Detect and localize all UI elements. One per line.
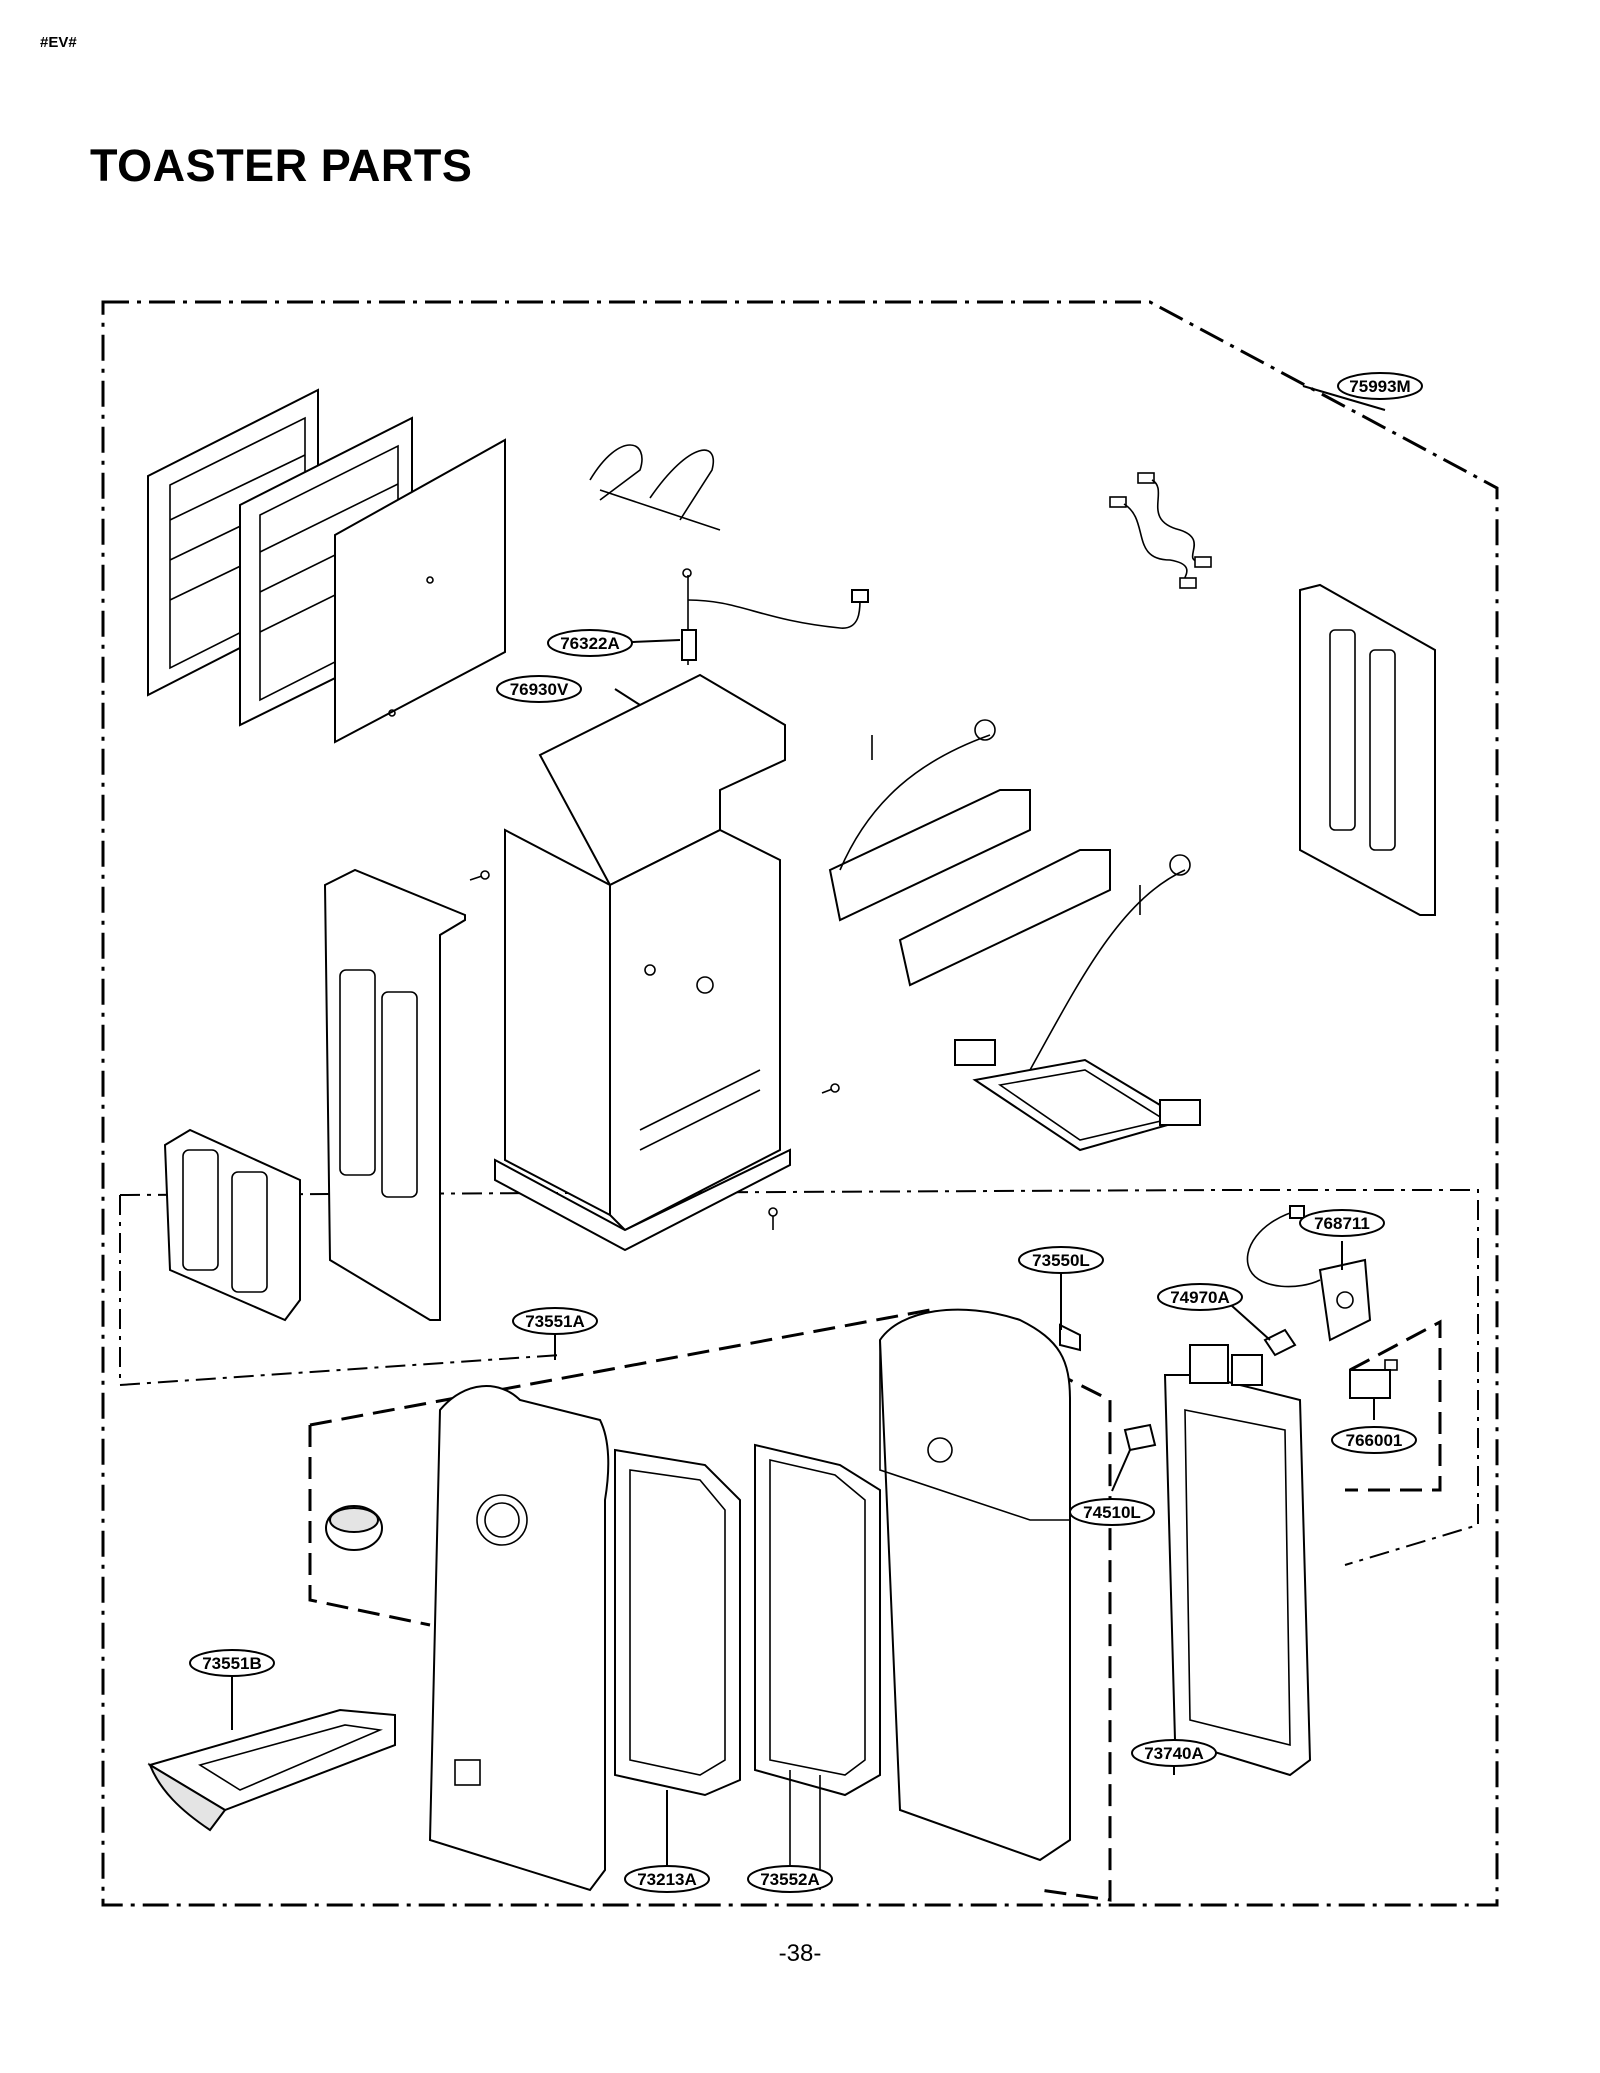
element-clips	[589, 444, 721, 531]
callout-label-768711: 768711	[1299, 1209, 1385, 1237]
inner-front-panel	[323, 868, 466, 1321]
crumb-tray	[147, 1708, 396, 1832]
callout-766001-text: 766001	[1346, 1431, 1403, 1450]
callout-75993m-text: 75993M	[1349, 377, 1410, 396]
cover-assembly-boundary-2	[308, 1425, 431, 1627]
switch-bracket	[1123, 1423, 1157, 1452]
callout-label-76930v: 76930V	[496, 675, 582, 703]
callout-73551a-text: 73551A	[525, 1312, 585, 1331]
callout-label-73213a: 73213A	[624, 1865, 710, 1893]
callout-76930v-text: 76930V	[510, 680, 569, 699]
outer-front-panel	[163, 1128, 301, 1322]
callout-73213a-text: 73213A	[637, 1870, 697, 1889]
outer-side-cover	[428, 1385, 610, 1892]
callout-label-74510l: 74510L	[1069, 1498, 1155, 1526]
callout-label-73551a: 73551A	[512, 1307, 598, 1335]
switch-assembly-boundary	[1345, 1319, 1442, 1492]
screws	[469, 870, 840, 1230]
callout-label-73551b: 73551B	[189, 1649, 275, 1677]
sensor-with-wire	[681, 568, 869, 665]
cover-assembly-boundary	[309, 1308, 1112, 1902]
page-title: TOASTER PARTS	[90, 140, 473, 191]
door-assembly-boundary-2	[119, 1195, 561, 1387]
main-chassis	[494, 673, 791, 1252]
callout-label-76322a: 76322A	[547, 629, 633, 657]
assembly-boundaries	[101, 300, 1499, 1907]
tray-slide-frame	[754, 1443, 881, 1890]
side-bracket	[1163, 1344, 1312, 1777]
callout-label-73740a: 73740A	[1131, 1739, 1217, 1767]
lever-knob	[1059, 1323, 1081, 1352]
switch-board	[1246, 1205, 1372, 1342]
mica-heater-plate	[334, 438, 506, 744]
right-side-frame	[1299, 583, 1436, 916]
callout-73740a-text: 73740A	[1144, 1744, 1204, 1763]
callout-label-73550l: 73550L	[1018, 1246, 1104, 1274]
callout-73550l-text: 73550L	[1032, 1251, 1090, 1270]
callout-label-75993m: 75993M	[1337, 372, 1423, 400]
outer-assembly-boundary	[101, 300, 1499, 1907]
callout-74510l-text: 74510L	[1083, 1503, 1141, 1522]
callout-768711-text: 768711	[1314, 1214, 1370, 1233]
page-number: -38-	[778, 1940, 822, 1967]
crumb-base	[954, 1039, 1201, 1152]
connector	[1263, 1328, 1297, 1357]
wire-harness-top	[1109, 472, 1212, 589]
callout-label-74970a: 74970A	[1157, 1283, 1243, 1311]
callout-73552a-text: 73552A	[760, 1870, 820, 1889]
housing-cover	[878, 1308, 1071, 1862]
window-frame	[614, 1448, 741, 1797]
door-assembly-boundary	[119, 1189, 1479, 1566]
callout-label-766001: 766001	[1331, 1426, 1417, 1454]
callout-label-73552a: 73552A	[747, 1865, 833, 1893]
callout-74970a-text: 74970A	[1170, 1288, 1230, 1307]
carriage-assemblies	[828, 719, 1191, 1071]
micro-switch	[1349, 1359, 1398, 1399]
knob	[325, 1505, 383, 1551]
document-tag: #EV#	[40, 34, 77, 51]
callout-76322a-text: 76322A	[560, 634, 620, 653]
callout-73551b-text: 73551B	[202, 1654, 262, 1673]
